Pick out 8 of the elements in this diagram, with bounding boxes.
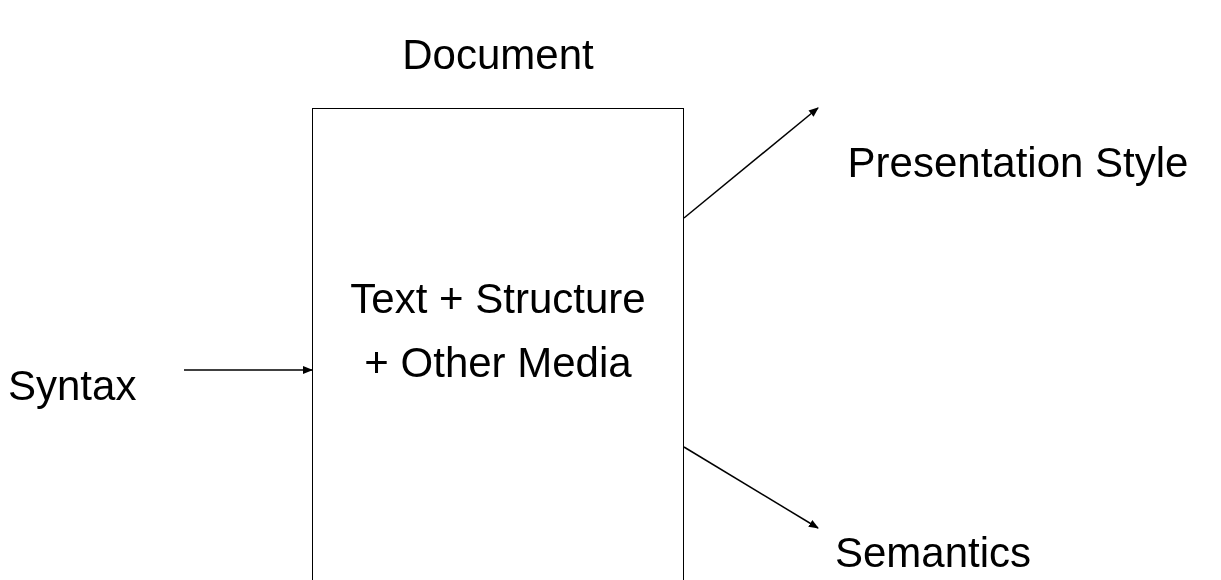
node-label: Syntax [8,362,137,410]
arrow [683,107,819,219]
node-label: Presentation Style [847,139,1189,187]
arrow [683,446,819,529]
arrow [183,366,313,374]
box-heading: Document [401,31,595,79]
node-label: Semantics [834,529,1032,577]
box-text: Text + Structure + Other Media [349,274,647,388]
